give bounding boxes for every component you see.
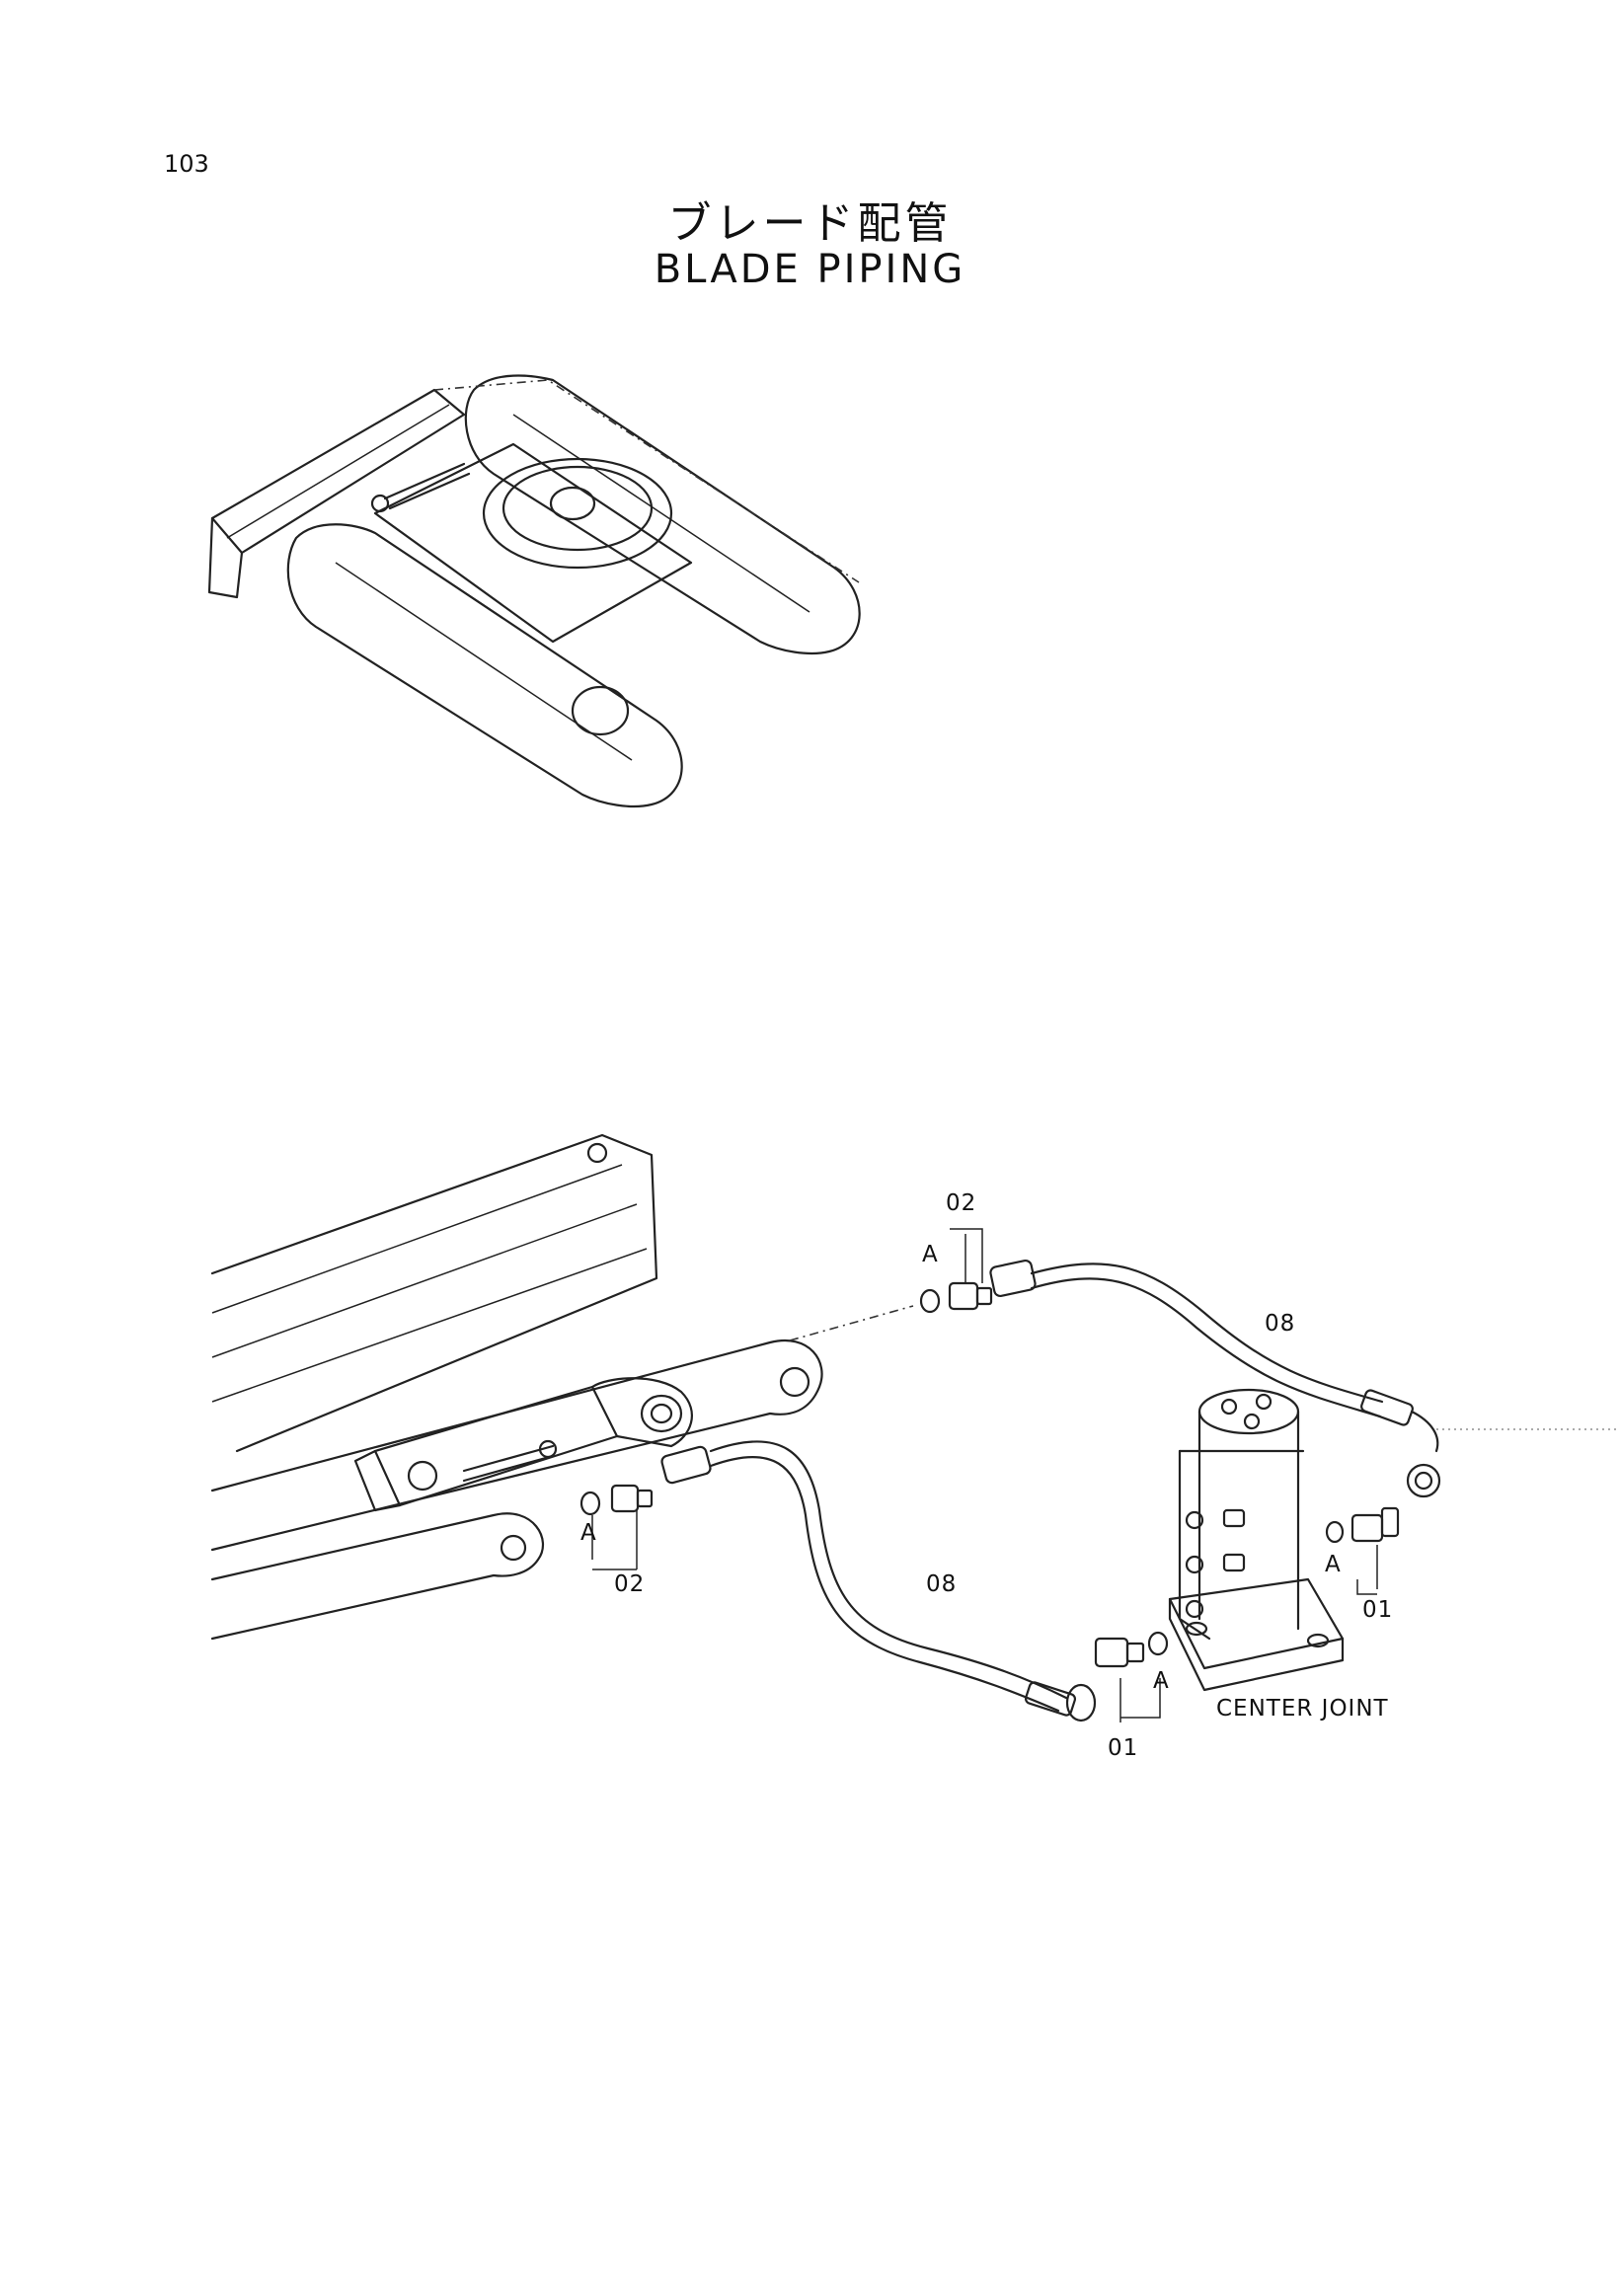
adapter-01-right	[1325, 1506, 1400, 1595]
callout-a-top: A	[922, 1242, 939, 1267]
hose-08-upper	[989, 1259, 1441, 1498]
adapter-02-bottom	[579, 1484, 654, 1570]
center-joint	[1168, 1388, 1345, 1692]
blade-cylinder-assembly	[210, 1133, 1620, 1641]
undercarriage-overview	[207, 374, 861, 808]
page-number: 103	[164, 150, 209, 178]
center-joint-label: CENTER JOINT	[1216, 1696, 1389, 1722]
callout-01-bottom: 01	[1108, 1735, 1139, 1761]
callout-08-bottom: 08	[926, 1571, 958, 1597]
callout-08-top: 08	[1265, 1311, 1296, 1337]
page-title-english: BLADE PIPING	[654, 247, 966, 292]
callout-02-bottom: 02	[614, 1571, 646, 1597]
callout-02-top: 02	[946, 1190, 977, 1216]
adapter-01-bottom	[1094, 1631, 1169, 1722]
hose-08-lower	[660, 1440, 1097, 1722]
callout-a-left: A	[580, 1520, 597, 1546]
callout-a-right: A	[1325, 1552, 1342, 1577]
callout-a-bottom: A	[1153, 1668, 1170, 1694]
callout-01-right: 01	[1362, 1597, 1394, 1623]
page-title-japanese: ブレード配管	[667, 198, 953, 249]
adapter-02-top	[919, 1228, 993, 1314]
